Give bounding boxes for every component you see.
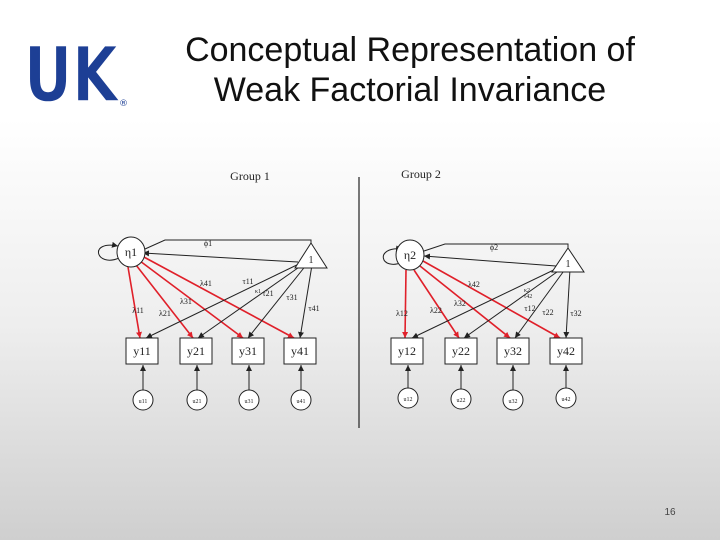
kappa-1-label: κ1 [255,289,261,295]
residual-3-1-label: u31 [245,399,254,405]
residual-2-2-label: u22 [457,398,466,404]
residual-4-2-node [555,387,577,409]
residual-1-1-label: u11 [139,399,148,405]
constant-2-label: 1 [566,259,571,270]
loading-path-1-1 [127,266,142,339]
indicator-1-1-node [125,337,159,365]
group-1-label: Group 1 [230,169,270,183]
residual-4-2-label: u42 [562,397,571,403]
slide-title-line-2: Weak Factorial Invariance [213,71,607,109]
constant-1-label: 1 [309,255,314,266]
indicator-2-2-node [444,337,478,365]
indicator-4-2-node [549,337,583,365]
residual-2-1-node [186,389,208,411]
indicator-3-2-node [496,337,530,365]
slide-number: 16 [664,507,676,518]
indicator-3-1-node [231,337,265,365]
intercept-path-1-1 [145,261,304,339]
factor-1-variance-loop [98,241,120,261]
indicator-1-2-label: y12 [398,344,416,358]
residual-1-1-node [132,389,154,411]
residual-2-2-node [450,388,472,410]
kappa-path-1 [142,250,299,263]
indicator-1-1-label: y11 [133,344,151,358]
residual-1-2-label: u12 [404,397,413,403]
factor-2-variance-loop [382,245,404,265]
phi-path-1 [144,239,312,250]
indicator-3-2-label: y32 [504,344,522,358]
indicator-2-2-label: y22 [452,344,470,358]
intercept-3-2-label: τ32 [570,309,581,318]
residual-4-1-label: u41 [297,399,306,405]
loading-path-2-2 [413,269,460,339]
intercept-2-1-label: τ21 [262,289,273,298]
intercept-4-2-label: τ42 [524,294,532,300]
loading-1-2-label: λ12 [396,309,408,318]
kappa-2-label: κ2 [524,288,530,294]
intercept-3-1-label: τ31 [286,293,297,302]
intercept-path-2-1 [197,262,306,339]
factor-1-node [116,236,146,268]
loading-path-4-1 [141,255,295,339]
phi-2-label: ϕ2 [490,243,498,252]
factor-2-label: η2 [404,248,416,262]
residual-4-1-node [290,389,312,411]
residual-1-2-node [397,387,419,409]
intercept-1-1-label: τ11 [243,277,254,286]
slide-title-line-1: Conceptual Representation of [185,31,635,69]
intercept-2-2-label: τ22 [542,308,553,317]
kappa-path-2 [423,253,557,267]
factor-1-label: η1 [125,245,137,259]
intercept-path-1-2 [411,265,563,339]
loading-3-1-label: λ31 [180,297,192,306]
loading-1-1-label: λ11 [132,306,144,315]
phi-path-2 [423,243,569,252]
intercept-4-1-label: τ41 [308,304,319,313]
loading-path-3-2 [419,265,511,339]
group-2-model: η2 1 ϕ2 κ2 λ12 λ22 λ32 λ42 τ12 τ22 τ32 τ… [382,239,585,411]
residual-2-1-label: u21 [193,399,202,405]
intercept-1-2-label: τ12 [524,304,535,313]
residual-3-2-node [502,389,524,411]
loading-2-1-label: λ21 [159,309,171,318]
indicator-4-1-node [283,337,317,365]
constant-2-node [551,247,585,273]
indicator-4-1-label: y41 [291,344,309,358]
loading-2-2-label: λ22 [430,306,442,315]
uk-logo-text: UK [24,33,120,113]
intercept-path-3-2 [514,267,567,339]
residual-3-1-node [238,389,260,411]
intercept-path-4-2 [563,268,571,339]
loading-path-3-1 [139,260,244,339]
constant-1-node [294,242,328,269]
intercept-path-3-1 [247,263,308,339]
loading-3-2-label: λ32 [454,299,466,308]
indicator-1-2-node [390,337,424,365]
uk-logo: UK ® [23,33,128,113]
loading-4-1-label: λ41 [200,279,212,288]
group-2-label: Group 2 [401,167,441,181]
factor-2-node [395,239,425,271]
indicator-4-2-label: y42 [557,344,575,358]
indicator-3-1-label: y31 [239,344,257,358]
slide-title: Conceptual Representation of Weak Factor… [130,30,690,110]
residual-3-2-label: u32 [509,399,518,405]
loading-path-1-2 [402,269,409,339]
indicator-2-1-label: y21 [187,344,205,358]
group-1-model: η1 1 ϕ1 κ1 λ11 λ21 λ31 λ41 τ11 τ21 τ31 τ… [98,236,328,411]
intercept-path-2-2 [463,266,565,339]
intercept-path-4-1 [298,264,313,339]
indicator-2-1-node [179,337,213,365]
registered-mark-icon: ® [119,99,128,109]
phi-1-label: ϕ1 [204,239,212,248]
loading-4-2-label: λ42 [468,280,480,289]
loading-path-2-1 [135,264,194,339]
